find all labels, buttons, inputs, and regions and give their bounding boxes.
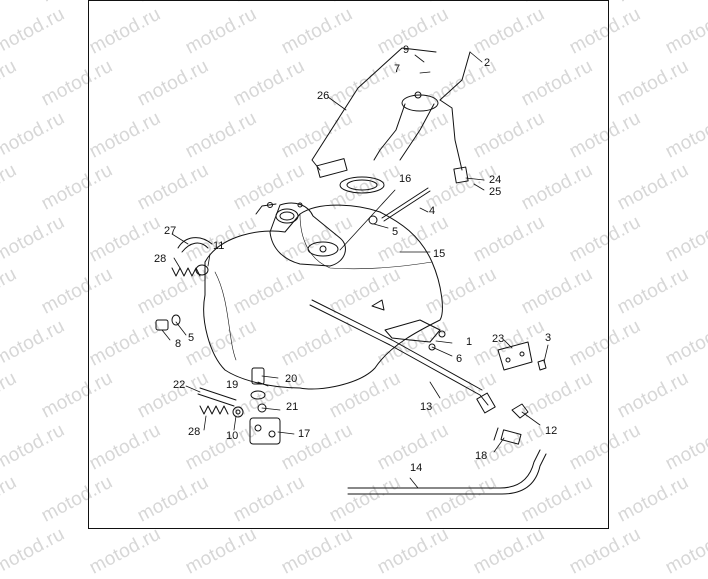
callout-25: 25: [489, 186, 502, 198]
watermark-text: motod.ru: [0, 523, 69, 579]
diagram-frame: [88, 0, 609, 529]
watermark-text: motod.ru: [662, 523, 708, 579]
callout-10: 10: [226, 430, 239, 442]
callout-28-lower: 28: [188, 426, 201, 438]
bracket-plate: [497, 341, 533, 371]
callout-28-upper: 28: [154, 253, 167, 265]
callout-19: 19: [226, 379, 239, 391]
spring: [171, 267, 201, 277]
callout-4: 4: [429, 205, 436, 217]
callout-9: 9: [403, 44, 410, 56]
callout-15: 15: [433, 248, 446, 260]
callout-12: 12: [545, 425, 558, 437]
fuel-pump-group-box: [311, 47, 437, 171]
vent-hose: [177, 237, 213, 249]
callout-20: 20: [285, 373, 298, 385]
watermark-text: motod.ru: [470, 523, 549, 579]
callout-24: 24: [489, 174, 502, 186]
mounting-bracket: [384, 319, 441, 343]
petcock-valve: [249, 417, 281, 445]
watermark-text: motod.ru: [566, 523, 645, 579]
callout-2: 2: [484, 57, 491, 69]
gasket-ring: [339, 176, 385, 194]
watermark-text: motod.ru: [374, 523, 453, 579]
watermark-text: motod.ru: [182, 523, 261, 579]
callout-7: 7: [394, 63, 401, 75]
fuel-tank-drawing: [155, 47, 549, 495]
callout-5-lower: 5: [188, 332, 195, 344]
callout-11: 11: [213, 240, 225, 252]
callout-3: 3: [545, 332, 552, 344]
callout-21: 21: [286, 401, 299, 413]
callout-27: 27: [164, 225, 177, 237]
fuel-line: [309, 304, 489, 406]
callout-22: 22: [173, 379, 186, 391]
fuel-console-plate: [269, 202, 346, 267]
crossover-line: [347, 449, 541, 489]
callout-8: 8: [175, 338, 182, 350]
callout-23: 23: [492, 333, 505, 345]
callout-16: 16: [399, 173, 412, 185]
callout-14: 14: [410, 462, 423, 474]
callout-18: 18: [475, 450, 488, 462]
callout-6: 6: [456, 353, 463, 365]
fuel-tank: [203, 204, 443, 390]
watermark-text: motod.ru: [86, 523, 165, 579]
callout-5-upper: 5: [392, 226, 399, 238]
callout-13: 13: [420, 401, 433, 413]
callout-17: 17: [298, 428, 311, 440]
callout-1: 1: [466, 336, 473, 348]
callout-26: 26: [317, 90, 330, 102]
watermark-text: motod.ru: [278, 523, 357, 579]
